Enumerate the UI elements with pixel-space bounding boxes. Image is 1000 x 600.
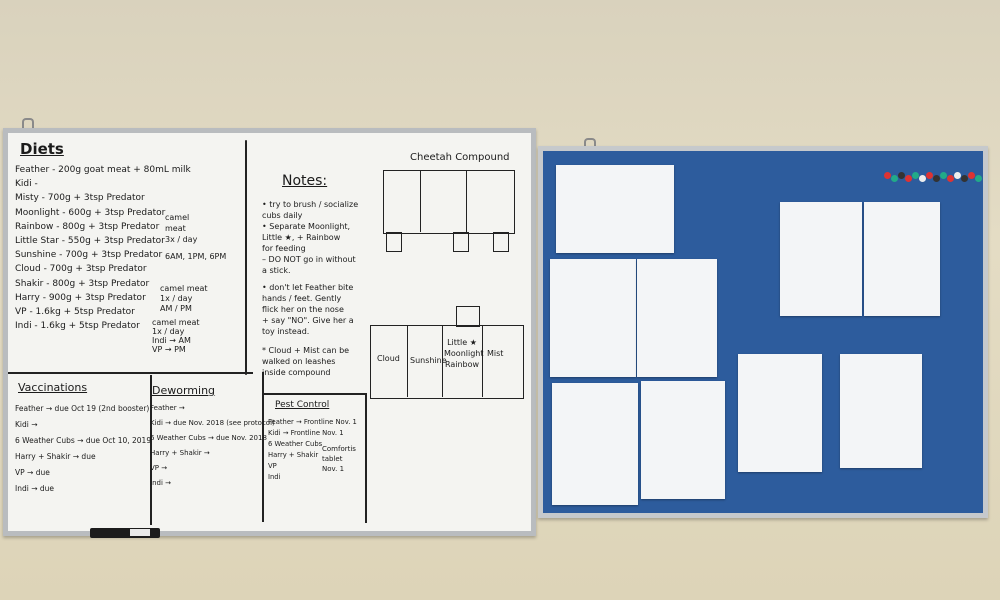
list-item: Indi → due	[15, 484, 54, 493]
list-item: Feather → Frontline Nov. 1	[268, 418, 357, 426]
list-item: Harry + Shakir	[268, 451, 319, 459]
list-item: Shakir - 800g + 3tsp Predator	[15, 278, 150, 289]
list-item: a stick.	[262, 266, 291, 275]
list-item: + say "NO". Give her a	[262, 316, 354, 325]
list-item: VP → due	[15, 468, 50, 477]
list-item: Misty - 700g + 3tsp Predator	[15, 193, 145, 204]
pushpin	[961, 175, 968, 182]
compound-cell-mist: Mist	[487, 349, 504, 358]
divider-vacc-deworm	[150, 375, 152, 525]
camel-note-2: camel meat 1x / day AM / PM	[160, 284, 208, 313]
divider-pest-box-top	[262, 393, 365, 395]
camel-note-1: camel meat 3x / day 6AM, 1PM, 6PM	[165, 213, 227, 261]
list-item: for feeding	[262, 244, 306, 253]
pushpin	[940, 172, 947, 179]
pest-control-side-note: Comfortis tablet Nov. 1	[322, 445, 356, 473]
list-item: – DO NOT go in without	[262, 255, 356, 264]
list-item: Cloud - 700g + 3tsp Predator	[15, 264, 147, 275]
divider-pest-box-right	[365, 393, 367, 523]
list-item: Kidi -	[15, 179, 38, 190]
list-item: • try to brush / socialize	[262, 200, 359, 209]
list-item: VP	[268, 462, 277, 470]
list-item: Indi - 1.6kg + 5tsp Predator	[15, 321, 140, 332]
wall-hook	[22, 118, 34, 130]
marker-cap	[130, 529, 150, 536]
list-item: Harry - 900g + 3tsp Predator	[15, 292, 146, 303]
pushpin	[975, 175, 982, 182]
pushpin	[891, 175, 898, 182]
pushpin	[898, 172, 905, 179]
pest-control-heading: Pest Control	[275, 400, 330, 410]
list-item: VP →	[150, 464, 168, 472]
camel-note-3: camel meat 1x / day Indi → AM VP → PM	[152, 318, 200, 354]
list-item: 6 Weather Cubs → due Nov. 2018	[150, 434, 267, 442]
document-sheet	[552, 383, 638, 505]
list-item: Indi →	[150, 479, 171, 487]
list-item: 6 Weather Cubs	[268, 440, 323, 448]
list-item: Moonlight - 600g + 3tsp Predator	[15, 207, 166, 218]
compound-cell-cloud: Cloud	[377, 354, 400, 363]
list-item: 6 Weather Cubs → due Oct 10, 2019	[15, 436, 152, 445]
pushpin	[912, 172, 919, 179]
vaccinations-heading: Vaccinations	[18, 381, 88, 394]
list-item: Kidi → due Nov. 2018 (see protocol)	[150, 419, 275, 427]
list-item: Feather - 200g goat meat + 80mL milk	[15, 165, 191, 175]
document-sheet	[637, 259, 717, 377]
notes-heading: Notes:	[282, 173, 328, 189]
list-item: hands / feet. Gently	[262, 294, 342, 303]
list-item: walked on leashes	[262, 357, 336, 366]
list-item: inside compound	[262, 368, 331, 377]
list-item: Indi	[268, 473, 281, 481]
deworming-heading: Deworming	[152, 384, 216, 397]
pushpin	[905, 175, 912, 182]
list-item: toy instead.	[262, 327, 310, 336]
list-item: Little Star - 550g + 3tsp Predator	[15, 236, 165, 246]
list-item: Feather → due Oct 19 (2nd booster)	[15, 404, 150, 413]
divider-deworm-pest	[262, 372, 264, 522]
marker	[90, 528, 160, 538]
pushpin	[968, 172, 975, 179]
diets-heading: Diets	[20, 140, 64, 158]
list-item: Sunshine - 700g + 3tsp Predator	[15, 250, 163, 261]
list-item: Harry + Shakir →	[150, 449, 210, 457]
list-item: Harry + Shakir → due	[15, 452, 96, 461]
list-item: Little ★, + Rainbow	[262, 233, 341, 242]
pushpin	[919, 175, 926, 182]
divider-horizontal	[8, 372, 253, 374]
list-item: Rainbow - 800g + 3tsp Predator	[15, 221, 160, 232]
list-item: Feather →	[150, 404, 185, 412]
pushpin	[954, 172, 961, 179]
pushpin	[926, 172, 933, 179]
compound-heading: Cheetah Compound	[410, 152, 510, 163]
list-item: * Cloud + Mist can be	[262, 346, 350, 355]
list-item: flick her on the nose	[262, 305, 344, 314]
list-item: • Separate Moonlight,	[262, 222, 351, 231]
list-item: cubs daily	[262, 211, 303, 220]
pushpin	[933, 175, 940, 182]
document-sheet	[840, 354, 922, 468]
list-item: Kidi →	[15, 420, 38, 429]
document-sheet	[780, 202, 862, 316]
document-sheet	[738, 354, 822, 472]
divider-diets-notes	[245, 140, 247, 375]
pushpin	[884, 172, 891, 179]
list-item: VP - 1.6kg + 5tsp Predator	[15, 307, 135, 317]
whiteboard	[3, 128, 536, 536]
list-item: Kidi → Frontline Nov. 1	[268, 429, 344, 437]
compound-cell-sunshine: Sunshine	[410, 356, 447, 365]
document-sheet	[864, 202, 940, 316]
pushpin	[947, 175, 954, 182]
document-sheet	[556, 165, 674, 253]
list-item: • don't let Feather bite	[262, 283, 354, 292]
compound-cell-littlestar: Little ★ Moonlight Rainbow	[444, 338, 484, 369]
wall-hook	[584, 138, 596, 150]
document-sheet	[550, 259, 636, 377]
document-sheet	[641, 381, 725, 499]
